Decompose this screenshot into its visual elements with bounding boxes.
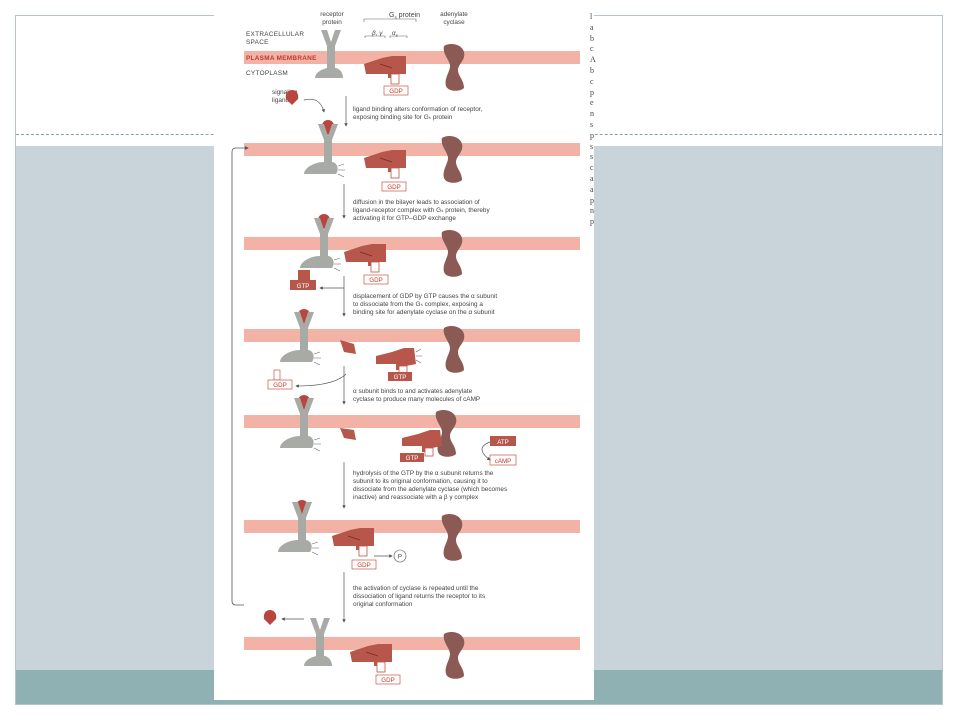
side-letter: b: [590, 33, 594, 43]
side-letter: p: [590, 87, 594, 97]
svg-text:GDP: GDP: [357, 562, 370, 569]
stage-6-reassociated: GDP P: [277, 500, 463, 623]
svg-text:GDP: GDP: [389, 88, 402, 95]
side-letter: p: [590, 130, 594, 140]
side-letter: n: [590, 206, 594, 216]
released-ligand-icon: [263, 610, 277, 625]
stage-3-complex-formed: GDP GTP: [290, 214, 463, 317]
svg-text:GTP: GTP: [297, 283, 310, 290]
receptor-protein-label-line-1: receptor: [320, 11, 344, 18]
side-letter: c: [590, 44, 594, 54]
stage-4-alpha-dissociated: GTP GDP: [267, 309, 465, 405]
side-letter: p: [590, 217, 594, 227]
adenylate-cyclase-label-line-1: adenylate: [440, 11, 468, 18]
cytoplasm-label: CYTOPLASM: [246, 70, 288, 77]
gs-protein-label: Gs protein: [389, 12, 420, 20]
subunit-brackets: [364, 35, 408, 38]
plasma-membrane-label: PLASMA MEMBRANE: [246, 55, 317, 62]
svg-text:GDP: GDP: [381, 677, 394, 684]
side-letter: a: [590, 22, 594, 32]
svg-text:exposing binding site for Gₛ p: exposing binding site for Gₛ protein: [353, 114, 453, 121]
svg-text:subunit to its original confor: subunit to its original conformation, ca…: [353, 478, 488, 485]
stage-1-resting: GDP: [285, 30, 465, 127]
stage-2-ligand-bound: GDP: [303, 120, 463, 219]
side-letter: s: [590, 119, 594, 129]
gdp-chip: [383, 85, 409, 96]
svg-text:GTP: GTP: [394, 374, 407, 381]
svg-text:diffusion in the bilayer leads: diffusion in the bilayer leads to associ…: [353, 199, 480, 206]
side-letter: l: [590, 12, 593, 21]
atp-chip: [490, 436, 516, 446]
side-letter: c: [590, 163, 594, 173]
side-letter: e: [590, 98, 594, 108]
svg-text:dissociation of ligand returns: dissociation of ligand returns the recep…: [353, 593, 485, 600]
svg-text:the activation of cyclase is r: the activation of cyclase is repeated un…: [353, 585, 479, 592]
svg-text:hydrolysis of the GTP by the α: hydrolysis of the GTP by the α subunit r…: [353, 470, 494, 477]
svg-text:cAMP: cAMP: [495, 458, 512, 465]
svg-text:original conformation: original conformation: [353, 601, 413, 608]
svg-text:ATP: ATP: [497, 439, 509, 446]
step-caption-5: hydrolysis of the GTP by the α subunit r…: [353, 470, 507, 501]
side-letter: a: [590, 173, 594, 183]
side-letter: n: [590, 109, 594, 119]
adenylate-cyclase-label-line-2: cyclase: [443, 19, 465, 26]
step-caption-4: α subunit binds to and activates adenyla…: [353, 388, 480, 403]
svg-text:GDP: GDP: [387, 184, 400, 191]
svg-text:to dissociate from the Gₛ comp: to dissociate from the Gₛ complex, expos…: [353, 301, 483, 308]
stage-5-cyclase-active: GTP ATP cAMP: [279, 395, 517, 509]
svg-text:GDP: GDP: [273, 382, 286, 389]
receptor-protein-label-line-2: protein: [322, 19, 342, 26]
alpha-s-label: αs: [392, 30, 399, 38]
side-letter: s: [590, 152, 594, 162]
gs-bracket: [363, 18, 417, 22]
svg-text:inactive) and reassociate with: inactive) and reassociate with a β γ com…: [353, 494, 479, 501]
svg-text:displacement of GDP by GTP cau: displacement of GDP by GTP causes the α …: [353, 293, 497, 300]
side-letter: p: [590, 195, 594, 205]
stage-7-ligand-released: GDP: [263, 610, 465, 685]
svg-text:α subunit binds to and activat: α subunit binds to and activates adenyla…: [353, 388, 473, 395]
step-caption-6: the activation of cyclase is repeated un…: [353, 585, 485, 608]
step-caption-1: ligand binding alters conformation of re…: [353, 106, 483, 121]
svg-text:GTP: GTP: [406, 455, 419, 462]
extracellular-space-label-line-1: EXTRACELLULAR: [246, 31, 304, 38]
step-caption-3: displacement of GDP by GTP causes the α …: [353, 293, 497, 316]
side-letter: b: [590, 65, 594, 75]
side-letter: A: [590, 55, 596, 65]
svg-text:binding site for adenylate cyc: binding site for adenylate cyclase on th…: [353, 309, 495, 316]
svg-text:ligand binding alters conforma: ligand binding alters conformation of re…: [353, 106, 483, 113]
extracellular-space-label-line-2: SPACE: [246, 39, 269, 46]
signaling-ligand-label-line-2: ligand: [272, 97, 290, 104]
svg-text:P: P: [398, 554, 402, 561]
beta-gamma-label: β, γ: [371, 30, 383, 37]
side-letter: a: [590, 184, 594, 194]
svg-text:activating it for GTP–GDP exch: activating it for GTP–GDP exchange: [353, 215, 456, 222]
svg-text:GDP: GDP: [369, 277, 382, 284]
side-letter: c: [590, 76, 594, 86]
svg-text:dissociate from the adenylate: dissociate from the adenylate cyclase (w…: [353, 486, 507, 493]
gs-protein-pathway-diagram: receptor protein Gs protein β, γ αs aden…: [231, 11, 580, 685]
svg-text:cyclase to produce many molecu: cyclase to produce many molecules of cAM…: [353, 396, 480, 403]
step-caption-2: diffusion in the bilayer leads to associ…: [353, 199, 490, 222]
figure-panel: receptor protein Gs protein β, γ αs aden…: [214, 0, 594, 700]
signaling-ligand-label-line-1: signaling: [272, 89, 298, 96]
svg-text:ligand-receptor complex with G: ligand-receptor complex with Gₛ protein,…: [353, 207, 490, 214]
repeat-cycle-arrow: [231, 146, 249, 606]
side-letter: s: [590, 141, 594, 151]
phosphate-icon: [393, 549, 407, 563]
